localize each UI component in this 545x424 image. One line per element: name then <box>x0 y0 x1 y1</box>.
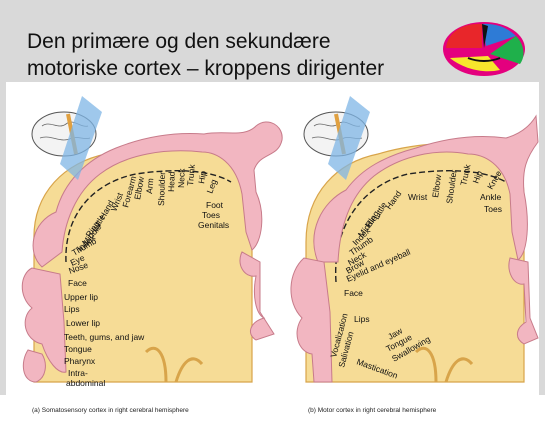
sensory-label: Genitals <box>198 220 229 230</box>
slide-title: Den primære og den sekundære motoriske c… <box>27 28 447 82</box>
sensory-label: Face <box>68 278 87 288</box>
sensory-label: Foot <box>206 200 224 210</box>
sensory-label: Lips <box>64 304 80 314</box>
sensory-label: Lower lip <box>66 318 100 328</box>
sensory-label: Head <box>166 171 177 192</box>
motor-label: Ankle <box>480 192 502 202</box>
sensory-label: Tongue <box>64 344 92 354</box>
somatosensory-panel: Toes Genitals Foot Leg Hip Trunk Neck He… <box>22 96 282 414</box>
motor-label: Lips <box>354 314 370 324</box>
sensory-homunculus-tongue <box>23 350 45 382</box>
brain-lobes-icon <box>438 18 528 78</box>
sensory-label: Upper lip <box>64 292 98 302</box>
homunculus-figure: Toes Genitals Foot Leg Hip Trunk Neck He… <box>6 82 539 418</box>
motor-label: Toes <box>484 204 502 214</box>
sensory-label: Pharynx <box>64 356 96 366</box>
sensory-label: Trunk <box>185 163 197 186</box>
motor-label: Face <box>344 288 363 298</box>
title-line-2: motoriske cortex – kroppens dirigenter <box>27 55 447 82</box>
sensory-label: Neck <box>176 168 187 188</box>
sensory-label: Arm <box>144 178 155 194</box>
sensory-label: abdominal <box>66 378 105 388</box>
motor-caption: (b) Motor cortex in right cerebral hemis… <box>308 407 437 414</box>
sensory-label: Toes <box>202 210 220 220</box>
motor-label: Wrist <box>408 192 428 202</box>
title-line-1: Den primære og den sekundære <box>27 28 447 55</box>
sensory-caption: (a) Somatosensory cortex in right cerebr… <box>32 407 189 414</box>
sensory-label: Teeth, gums, and jaw <box>64 332 145 342</box>
sensory-label: Shoulder <box>156 172 167 207</box>
sensory-label: Intra- <box>68 368 88 378</box>
motor-panel: Toes Ankle Knee Hip Trunk Shoulder Elbow… <box>291 96 538 414</box>
